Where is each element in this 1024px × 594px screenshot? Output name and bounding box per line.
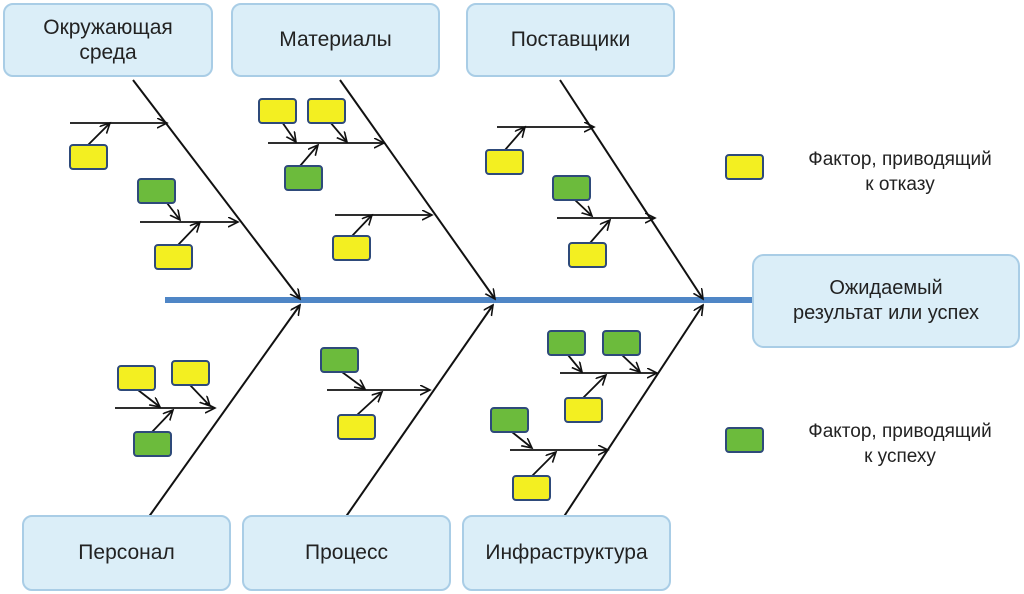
factor-arrow [137,389,160,407]
success-factor [133,431,172,457]
bone-process [344,305,493,519]
factor-arrow [356,392,382,416]
legend-swatch-success [725,427,764,453]
fail-factor [568,242,607,268]
fail-factor [307,98,346,124]
factor-arrow [574,199,592,216]
fail-factor [332,235,371,261]
factor-arrow [567,354,582,372]
bone-environment [132,79,300,299]
factor-arrow [582,375,606,399]
bone-suppliers [559,79,703,299]
factor-arrow [341,371,365,389]
fail-factor [171,360,210,386]
factor-arrow [281,121,296,142]
factor-arrow [504,127,525,151]
fail-factor [154,244,193,270]
bone-infrastructure [562,305,703,519]
factor-arrow [87,123,110,146]
factor-arrow [351,215,372,237]
success-factor [284,165,323,191]
fail-factor [337,414,376,440]
bone-personnel [147,305,300,519]
bone-materials [339,79,495,299]
factor-arrow [329,121,347,142]
category-suppliers: Поставщики [466,3,675,77]
fail-factor [564,397,603,423]
legend-success-text: Фактор, приводящий к успеху [808,421,992,467]
success-factor [547,330,586,356]
category-process: Процесс [242,515,451,591]
factor-arrow [177,222,200,246]
fail-factor [117,365,156,391]
expected-result: Ожидаемый результат или успех [752,254,1020,348]
fail-factor [258,98,297,124]
fail-factor [485,149,524,175]
legend-swatch-fail [725,154,764,180]
success-factor [490,407,529,433]
factor-arrow [299,145,318,167]
factor-arrow [589,220,610,244]
success-factor [320,347,359,373]
category-environment: Окружающая среда [3,3,213,77]
factor-arrow [531,452,556,477]
fail-factor [512,475,551,501]
success-factor [552,175,591,201]
factor-arrow [511,431,532,448]
factor-arrow [189,384,210,406]
category-materials: Материалы [231,3,440,77]
factor-arrow [151,410,173,433]
legend-fail-text: Фактор, приводящий к отказу [808,149,992,195]
success-factor [602,330,641,356]
category-personnel: Персонал [22,515,231,591]
success-factor [137,178,176,204]
factor-arrow [166,202,180,220]
category-infrastructure: Инфраструктура [462,515,671,591]
fail-factor [69,144,108,170]
factor-arrow [621,354,640,372]
